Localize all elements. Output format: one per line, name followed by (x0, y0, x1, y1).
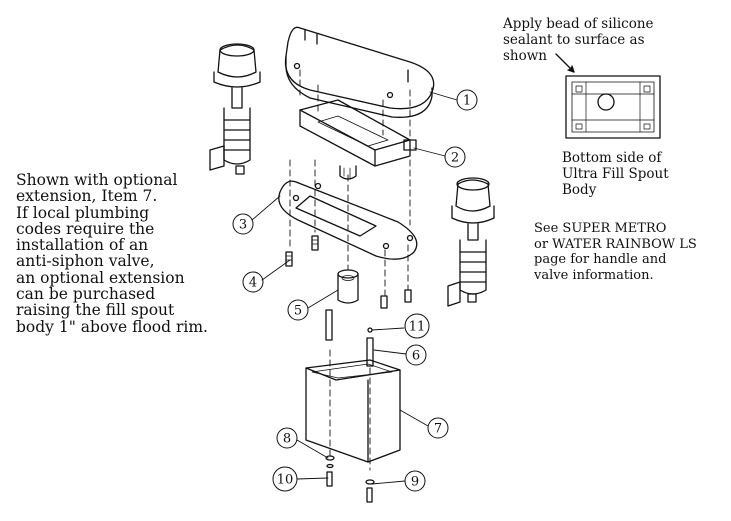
part-8-9-10-fasteners (325, 455, 375, 503)
callout-7-label: 7 (434, 422, 442, 437)
callout-10 (272, 466, 298, 492)
part-4-screws (285, 235, 412, 309)
optional-extension-note: Shown with optional extension, Item 7. I… (16, 171, 208, 336)
callout-3 (232, 213, 254, 235)
callout-4-label: 4 (249, 276, 257, 291)
part-1-cover (284, 26, 435, 118)
part-2-spout-body (299, 99, 417, 180)
callout-1-label: 1 (463, 94, 471, 109)
part-5-bushing (337, 269, 359, 304)
callouts: 1 2 3 4 5 6 7 8 9 10 11 (232, 89, 478, 492)
callout-11 (404, 313, 430, 339)
callout-9-label: 9 (411, 475, 419, 490)
bottom-side-inset (555, 53, 661, 139)
callout-5 (287, 299, 309, 321)
part-6-rods (325, 309, 374, 367)
callout-6 (405, 344, 427, 366)
part-3-gasket (278, 180, 418, 260)
sealant-note: Apply bead of silicone sealant to surfac… (503, 16, 654, 64)
see-pages-note: See SUPER METRO or WATER RAINBOW LS page… (534, 221, 697, 283)
callout-6-label: 6 (412, 349, 420, 364)
callout-5-label: 5 (294, 304, 302, 319)
part-7-extension (305, 359, 401, 463)
callout-7 (427, 417, 449, 439)
left-valve-assembly (209, 43, 261, 175)
callout-2 (444, 146, 466, 168)
callout-3-label: 3 (239, 218, 247, 233)
right-valve-assembly (447, 177, 495, 307)
callout-9 (404, 470, 426, 492)
bottom-side-caption: Bottom side of Ultra Fill Spout Body (562, 150, 669, 198)
callout-10-label: 10 (277, 473, 294, 488)
callout-4 (242, 271, 264, 293)
leader-lines (251, 91, 458, 485)
callout-2-label: 2 (451, 151, 459, 166)
callout-1 (456, 89, 478, 111)
callout-8-label: 8 (283, 432, 291, 447)
callout-11-label: 11 (409, 320, 426, 335)
callout-8 (276, 427, 298, 449)
